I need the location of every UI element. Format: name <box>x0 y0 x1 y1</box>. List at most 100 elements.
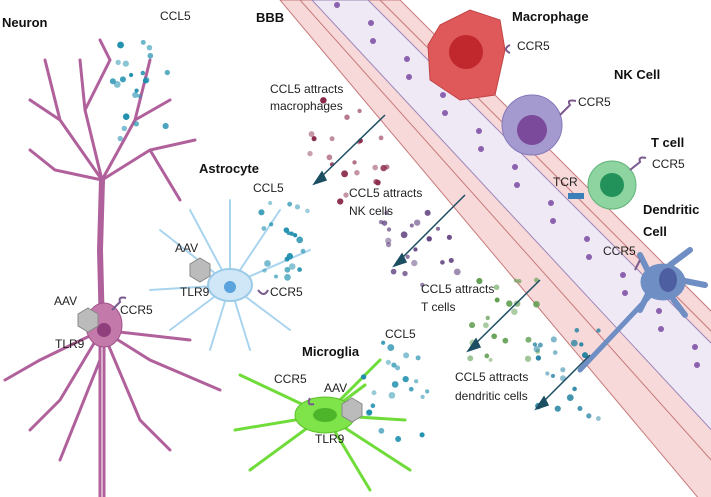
endothelial-cells <box>334 2 700 368</box>
ccl5-particle <box>117 41 124 49</box>
tcr-receptor-icon <box>568 193 584 199</box>
ccl5-particle <box>420 394 425 399</box>
ccl5-particle <box>579 342 584 347</box>
ccl5-particle <box>371 390 377 396</box>
ccl5-particle <box>494 297 500 303</box>
ccl5-particle <box>468 322 476 329</box>
ccl5-particle <box>426 236 432 242</box>
attracts-macrophages-label: CCL5 attracts <box>270 82 343 96</box>
ccl5-particle <box>132 92 139 99</box>
ccl5-particle <box>574 327 580 333</box>
ccl5-particle <box>343 192 349 198</box>
endothelial-cell <box>514 182 520 188</box>
attracts-nk-label: CCL5 attracts <box>349 186 422 200</box>
ccl5-particle <box>284 274 291 281</box>
ccl5-particle <box>395 436 402 442</box>
ccl5-particle <box>384 210 389 216</box>
endothelial-cell <box>548 200 554 206</box>
ccl5-particle <box>409 223 414 228</box>
ccl5-particle <box>289 231 294 236</box>
ccl5-particle <box>140 70 146 76</box>
ccl5-particle <box>147 52 154 59</box>
ccl5-particle <box>533 300 540 308</box>
ccl5-particle <box>385 237 392 244</box>
ccl5-particle <box>286 253 294 260</box>
ccl5-particle <box>554 405 561 412</box>
ccl5-particle <box>550 336 557 343</box>
ccl5-particle <box>506 300 513 307</box>
ccl5-particle <box>164 69 170 76</box>
neuron-label: Neuron <box>2 15 48 30</box>
attracts-t-label: CCL5 attracts <box>421 282 494 296</box>
endothelial-cell <box>404 56 410 62</box>
ccl5-particle <box>596 328 601 333</box>
t-cell-label: T cell <box>651 135 684 150</box>
ccl5-particle <box>344 114 350 120</box>
ccl5-particle <box>387 344 395 352</box>
ccl5-particle <box>352 160 357 165</box>
ccl5-particle <box>258 209 265 216</box>
endothelial-cell <box>478 146 484 152</box>
ccl5-particle <box>287 201 293 207</box>
endothelial-cell <box>692 344 698 350</box>
ccr5-receptors <box>111 44 647 406</box>
ccl5-particle <box>566 394 574 402</box>
endothelial-cell <box>406 74 412 80</box>
dendritic-cell <box>577 247 708 373</box>
ccl5-particle <box>485 315 490 321</box>
ccl5-particle <box>140 39 146 45</box>
ccl5-particle <box>273 274 279 279</box>
endothelial-cell <box>440 92 446 98</box>
ccl5-particle <box>366 409 373 416</box>
bbb-label: BBB <box>256 10 284 25</box>
ccl5-particle <box>320 97 327 104</box>
aav-label: AAV <box>175 241 198 255</box>
ccl5-particle <box>537 342 543 348</box>
ccl5-particle <box>424 209 431 216</box>
attracts-macrophages-label: macrophages <box>270 99 343 113</box>
aav-virus-icon <box>189 257 211 283</box>
ccl5-particle <box>533 345 540 353</box>
ccl5-particle <box>262 268 267 273</box>
ccl5-particle <box>337 198 344 205</box>
ccl5-particle <box>385 359 391 365</box>
ccl5-particle <box>143 77 150 84</box>
ccl5-particle <box>115 59 121 66</box>
ccl5-particle <box>502 337 509 344</box>
endothelial-cell <box>368 20 374 26</box>
ccl5-particle <box>545 371 550 376</box>
ccl5-particle <box>446 234 452 240</box>
ccl5-particle <box>134 88 139 93</box>
ccl5-particle <box>119 76 126 83</box>
ccl5-particle <box>419 432 425 438</box>
aav-virus-icon <box>77 307 99 333</box>
ccl5-particle <box>326 154 333 161</box>
ccl5-particle <box>420 282 425 288</box>
ccl5-particle <box>354 169 360 176</box>
ccl5-particle <box>435 226 441 231</box>
ccl5-particle <box>525 336 532 343</box>
endothelial-cell <box>620 272 626 278</box>
ccl5-particle <box>491 333 498 340</box>
endothelial-cell <box>334 2 340 8</box>
tcr-label: TCR <box>553 175 578 189</box>
ccl5-particle <box>293 233 298 238</box>
ccl5-particle <box>403 352 410 359</box>
ccr5-label: CCR5 <box>603 244 636 258</box>
ccl5-particle <box>311 136 317 142</box>
ccl5-particle <box>400 231 408 239</box>
ccl5-particle <box>511 308 518 315</box>
ccl5-particle <box>264 260 271 267</box>
t-cell <box>568 160 637 210</box>
ccl5-particle <box>378 427 385 434</box>
ccr5-label: CCR5 <box>517 39 550 53</box>
aav-virus-icon <box>341 397 363 423</box>
tlr9-label: TLR9 <box>315 432 345 446</box>
ccl5-particle <box>386 227 392 232</box>
ccr5-label: CCR5 <box>578 95 611 109</box>
ccl5-label: CCL5 <box>385 327 416 341</box>
attraction-arrows <box>312 114 591 411</box>
ccl5-particle <box>388 391 396 399</box>
microglia-cell <box>233 358 412 492</box>
